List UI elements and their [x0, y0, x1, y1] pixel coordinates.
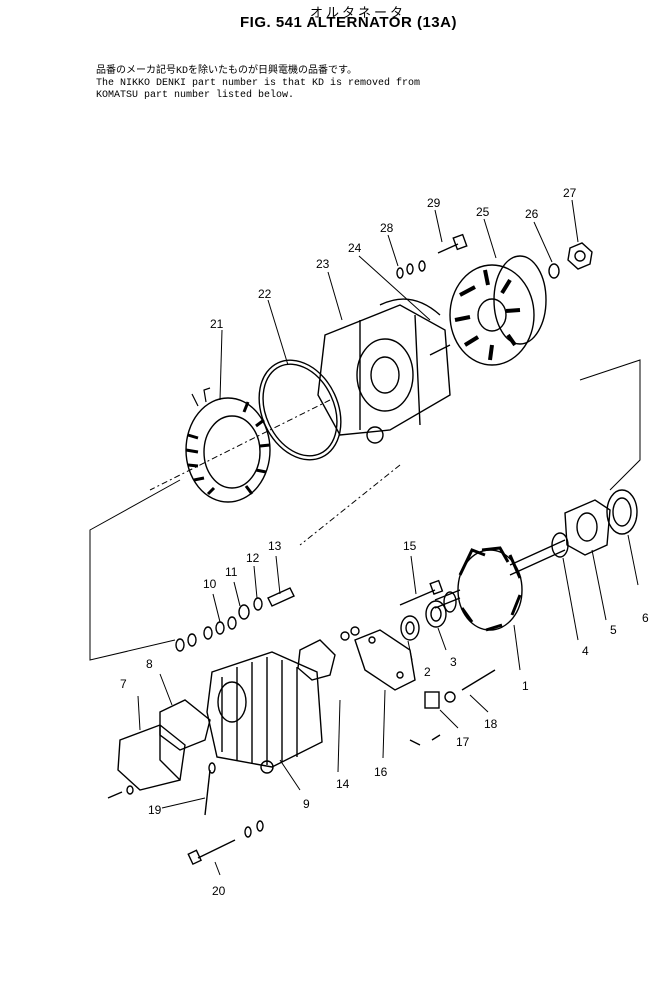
- callout-10: 10: [203, 577, 217, 591]
- washer-11-part: [238, 604, 250, 620]
- callout-3: 3: [450, 655, 457, 669]
- gasket-8-part: [159, 699, 211, 751]
- title-japanese: オルタネータ: [310, 6, 407, 21]
- callout-23: 23: [316, 257, 330, 271]
- note-line-japanese: 品番のメーカ記号KDを除いたものが日興電機の品番です。: [96, 66, 358, 77]
- note-line-english-2: KOMATSU part number listed below.: [96, 90, 295, 101]
- callout-9: 9: [303, 797, 310, 811]
- callout-11: 11: [225, 565, 238, 579]
- callout-18: 18: [484, 717, 498, 731]
- bolt-15-part: [399, 579, 444, 606]
- callout-6: 6: [642, 611, 649, 625]
- sleeve-13-part: [267, 587, 295, 607]
- callout-26: 26: [525, 207, 539, 221]
- note-line-english-1: The NIKKO DENKI part number is that KD i…: [96, 78, 421, 89]
- washer-28c: [418, 260, 426, 272]
- callout-1: 1: [522, 679, 529, 693]
- callout-7: 7: [120, 677, 127, 691]
- callout-28: 28: [380, 221, 394, 235]
- leader-lines: [137, 199, 639, 876]
- rotor-part: [434, 539, 566, 632]
- callout-27: 27: [563, 186, 577, 200]
- callout-16: 16: [374, 765, 388, 779]
- bolt-29-part: [437, 233, 468, 254]
- washer-12-part: [253, 597, 263, 611]
- terminal-14-part: [297, 626, 360, 681]
- rear-bracket-part: [206, 651, 323, 774]
- callout-24: 24: [348, 241, 362, 255]
- bearing-2-part: [400, 615, 420, 641]
- figure-title: FIG. 541 ALTERNATOR (13A): [240, 14, 457, 31]
- callout-22: 22: [258, 287, 272, 301]
- callout-2: 2: [424, 665, 431, 679]
- callout-4: 4: [582, 644, 589, 658]
- lead-19-part: [204, 762, 216, 816]
- assembly-guide-lines: [89, 359, 641, 661]
- o-ring-part: [258, 359, 342, 461]
- callout-14: 14: [336, 777, 350, 791]
- screw-7-mount: [107, 785, 134, 799]
- rectifier-16-part: [354, 629, 416, 691]
- callout-29: 29: [427, 196, 441, 210]
- callout-8: 8: [146, 657, 153, 671]
- lock-washer-part: [548, 263, 560, 279]
- callout-13: 13: [268, 539, 282, 553]
- callout-20: 20: [212, 884, 226, 898]
- screw-18-part: [444, 669, 496, 703]
- bolt-20-part: [187, 820, 264, 866]
- callout-5: 5: [610, 623, 617, 637]
- washers-10-part: [175, 616, 237, 652]
- washer-28a: [396, 267, 404, 279]
- callout-21: 21: [210, 317, 224, 331]
- front-bracket-part: [317, 298, 451, 444]
- bearing-6-part: [606, 489, 638, 535]
- regulator-7-part: [117, 724, 186, 791]
- callout-25: 25: [476, 205, 490, 219]
- callout-19: 19: [148, 803, 162, 817]
- callout-15: 15: [403, 539, 417, 553]
- washer-28b: [406, 263, 414, 275]
- bearing-3-part: [425, 600, 447, 628]
- retainer-5-part: [564, 499, 611, 556]
- pulley-part: [449, 255, 547, 366]
- callout-12: 12: [246, 551, 260, 565]
- brush-17-part: [409, 691, 441, 746]
- callout-17: 17: [456, 735, 470, 749]
- stator-part: [185, 387, 271, 503]
- nut-part: [567, 242, 593, 270]
